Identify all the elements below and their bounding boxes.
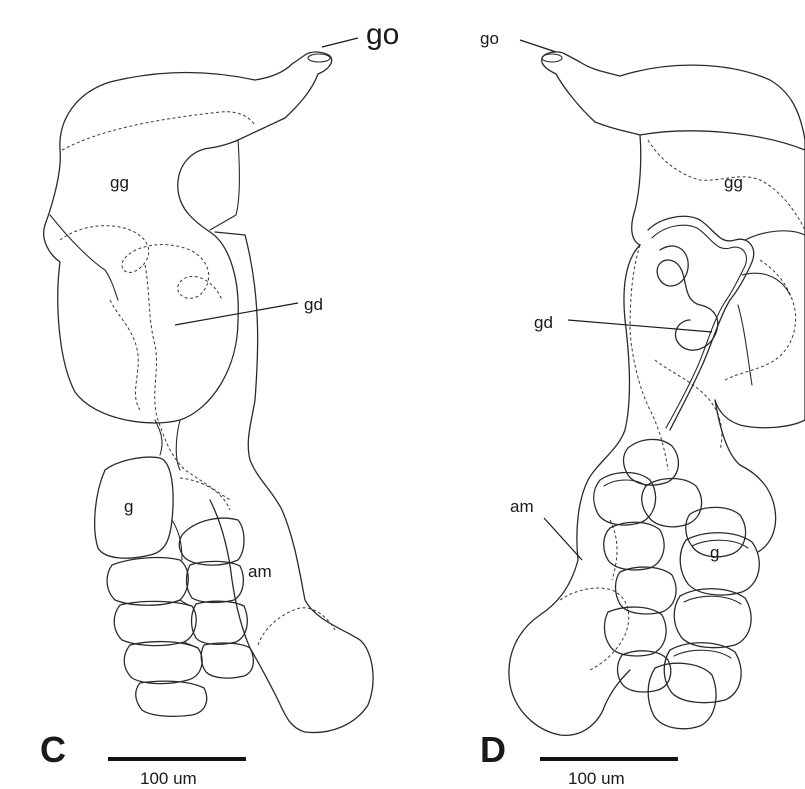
panel-d-dashed-am2	[610, 520, 617, 580]
panel-c-gonad-lobe-6	[179, 518, 244, 565]
panel-d-gonad-lobe-10	[664, 643, 741, 703]
panel-c-label-go: go	[366, 18, 399, 51]
panel-d-gonad-lobe-9	[604, 607, 666, 656]
panel-c-label-gd: gd	[304, 295, 323, 314]
panel-d-gonad-lobe-12	[618, 651, 671, 692]
panel-c-leader-go	[322, 38, 358, 47]
panel-c-neck-right	[176, 420, 180, 470]
panel-c-duct-dashed-side	[110, 300, 140, 410]
panel-d-label-gd: gd	[534, 313, 553, 332]
panel-c-gonad-lobe-5	[136, 681, 207, 716]
panel-d: go gg gd am g D 100 um	[480, 29, 805, 788]
panel-c-gonad-lobe-3	[114, 601, 196, 645]
panel-c-letter: C	[40, 729, 66, 770]
panel-d-gland-gg-left	[595, 122, 641, 245]
panel-c-label-g: g	[124, 497, 133, 516]
panel-d-label-g: g	[710, 543, 719, 562]
panel-d-gland-gg-top	[640, 131, 805, 150]
panel-c-duct-dashed-center	[145, 265, 230, 500]
panel-c-gonad-lobe-2	[107, 558, 188, 606]
panel-d-duct-gd-loop	[657, 246, 718, 350]
panel-c-gonad-fold-lines	[172, 520, 198, 648]
panel-d-gonad-lobe-6	[680, 533, 759, 595]
panel-c-gland-inner-fold	[210, 140, 239, 230]
panel-d-duct-gd-inner	[652, 225, 747, 428]
panel-c-gland-am	[210, 232, 373, 733]
panel-c: gg gd g am go C 100 um	[40, 18, 399, 788]
panel-d-gland-gg	[620, 65, 805, 428]
panel-c-gonopore-opening	[308, 54, 330, 62]
panel-d-dashed-right	[725, 260, 796, 380]
panel-c-gonad-lobe-1	[95, 457, 173, 558]
panel-d-label-am: am	[510, 497, 534, 516]
panel-d-gonad-lobe-5	[604, 522, 664, 570]
panel-d-gonad-lobe-7	[616, 567, 677, 614]
panel-c-gonad-lobe-9	[201, 643, 253, 678]
panel-d-gonad-lobe-11	[648, 663, 716, 728]
panel-d-dashed-left	[630, 245, 668, 470]
panel-d-gonad-lobe-3	[642, 479, 702, 527]
panel-d-label-gg: gg	[724, 173, 743, 192]
panel-c-scale-label: 100 um	[140, 769, 197, 788]
panel-c-neck-left	[155, 420, 162, 455]
panel-d-scale-label: 100 um	[568, 769, 625, 788]
panel-c-duct-dashed-loops	[60, 226, 222, 300]
panel-c-label-am: am	[248, 562, 272, 581]
panel-d-dashed-lower	[655, 360, 722, 450]
panel-d-gonopore-opening	[542, 54, 562, 62]
panel-c-gonad-lobe-4	[124, 642, 202, 684]
panel-d-gonad-lobe-8	[674, 589, 751, 648]
panel-c-leader-gd	[175, 303, 298, 325]
panel-c-gland-gg	[44, 73, 285, 423]
panel-d-leader-go	[520, 40, 556, 52]
panel-c-label-gg: gg	[110, 173, 129, 192]
panel-c-gonad-lobe-8	[192, 601, 248, 644]
panel-d-leader-gd	[568, 320, 712, 332]
panel-c-am-dashed	[258, 608, 335, 645]
panel-d-gland-am	[509, 245, 640, 735]
panel-d-letter: D	[480, 729, 506, 770]
panel-d-label-go: go	[480, 29, 499, 48]
panel-c-gland-left-fold	[50, 215, 118, 300]
